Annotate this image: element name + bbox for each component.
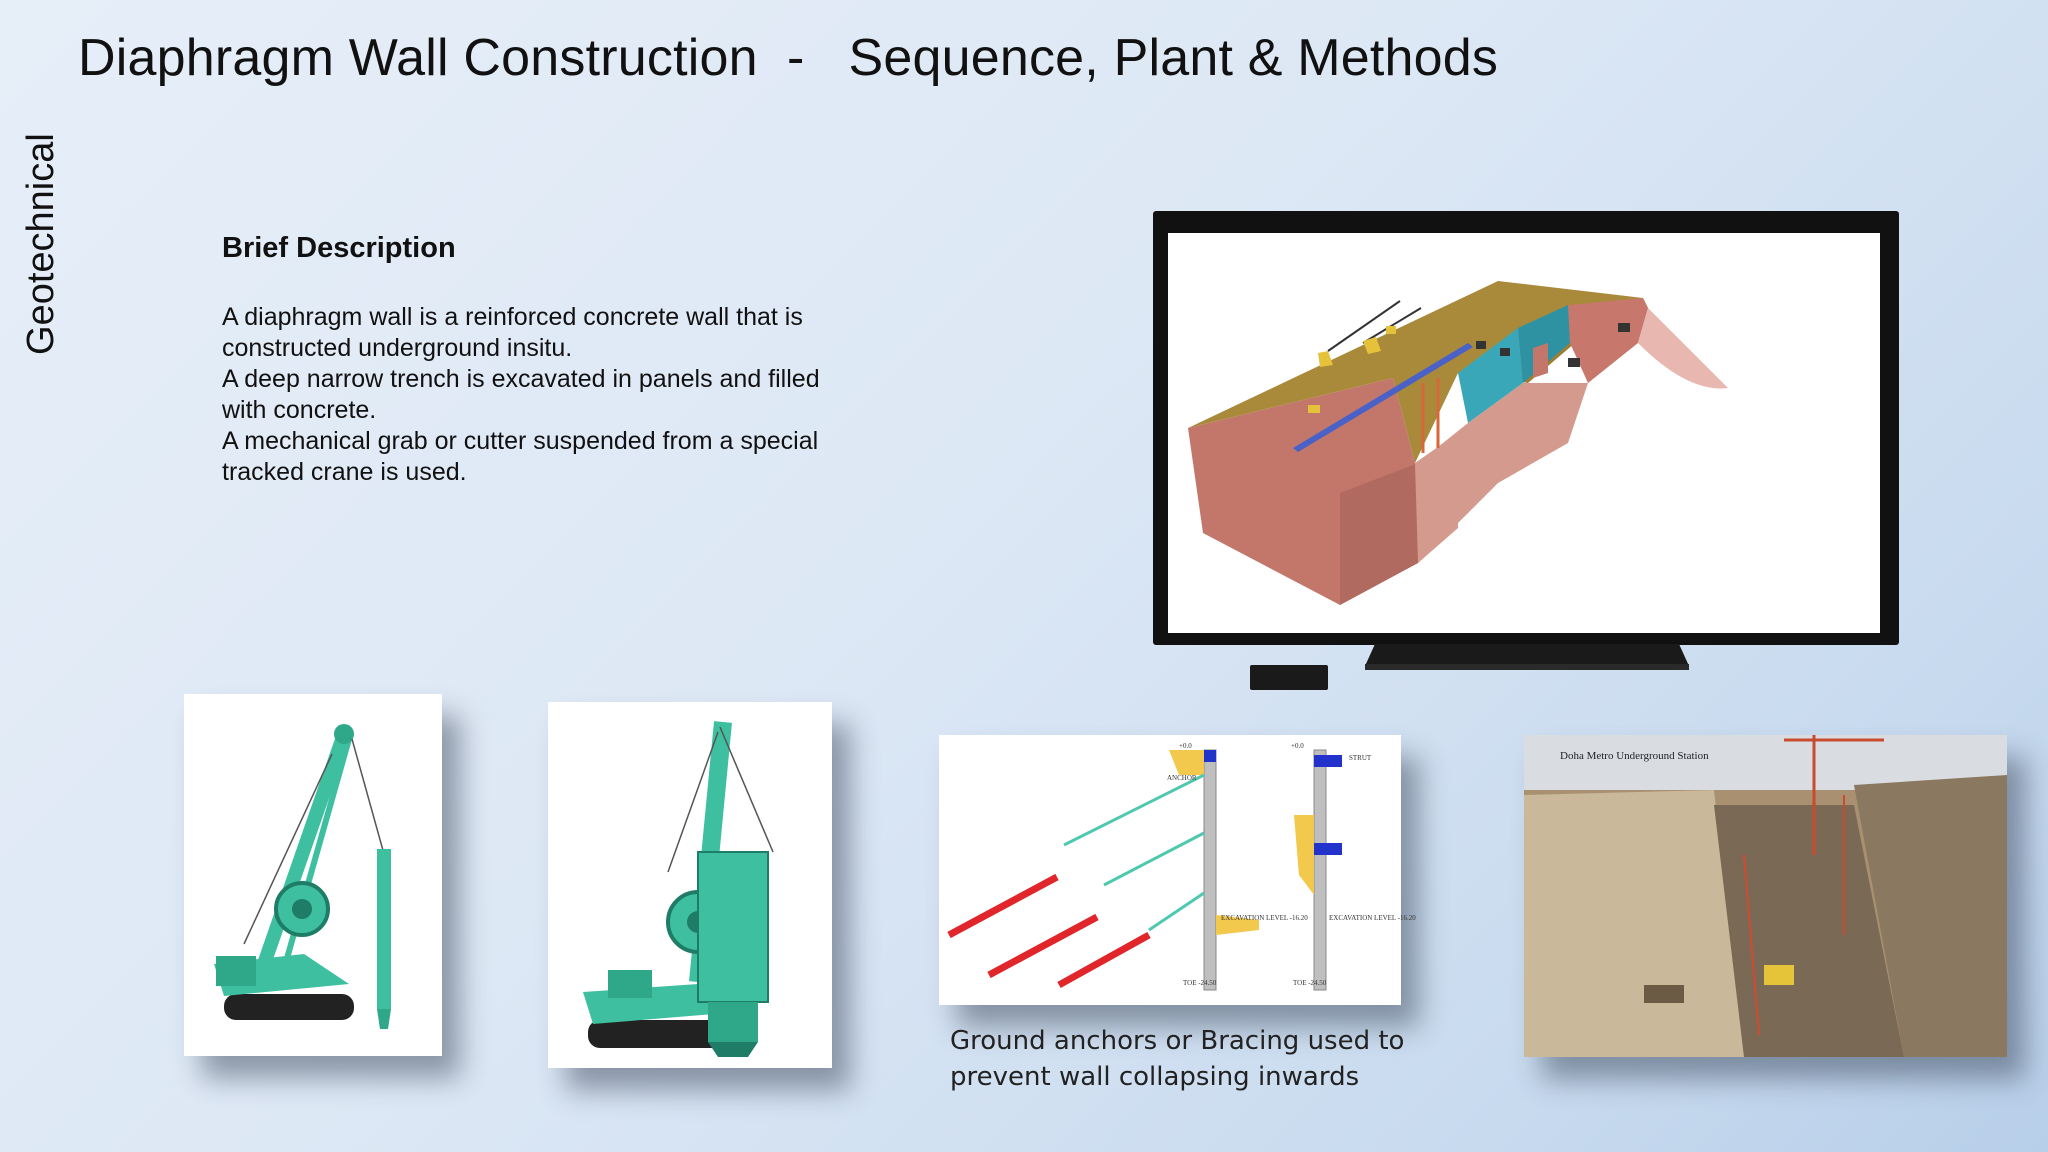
excavation-model-image	[1168, 233, 1880, 633]
monitor-frame	[1153, 211, 1899, 645]
diagram-label-top-left: +0.0	[1179, 742, 1192, 750]
section-label: Geotechnical	[20, 133, 62, 355]
site-photo-label: Doha Metro Underground Station	[1560, 750, 1709, 762]
diagram-label-toe-left: TOE -24.50	[1183, 979, 1217, 987]
diagram-label-excavation-left: EXCAVATION LEVEL -16.20	[1221, 914, 1308, 922]
description-line: A deep narrow trench is excavated in pan…	[222, 365, 820, 424]
remote-control-image	[1250, 665, 1328, 690]
page-title: Diaphragm Wall Construction - Sequence, …	[78, 29, 1499, 87]
cutter-rig-photo	[548, 702, 832, 1068]
anchors-caption: Ground anchors or Bracing used to preven…	[950, 1026, 1405, 1092]
description-heading: Brief Description	[222, 232, 456, 264]
grab-crane-photo	[184, 694, 442, 1056]
monitor-stand	[1365, 644, 1689, 670]
anchors-diagram: +0.0 ANCHOR EXCAVATION LEVEL -16.20 TOE …	[939, 735, 1416, 1005]
diagram-label-anchor: ANCHOR	[1167, 774, 1197, 782]
diagram-label-top-right: +0.0	[1291, 742, 1304, 750]
description-body: A diaphragm wall is a reinforced concret…	[222, 302, 862, 488]
diagram-label-toe-right: TOE -24.50	[1293, 979, 1327, 987]
description-line: A mechanical grab or cutter suspended fr…	[222, 427, 819, 486]
site-photo: Doha Metro Underground Station	[1524, 735, 2007, 1057]
description-line: A diaphragm wall is a reinforced concret…	[222, 303, 803, 362]
diagram-label-strut: STRUT	[1349, 754, 1372, 762]
diagram-label-excavation-right: EXCAVATION LEVEL -16.20	[1329, 914, 1416, 922]
